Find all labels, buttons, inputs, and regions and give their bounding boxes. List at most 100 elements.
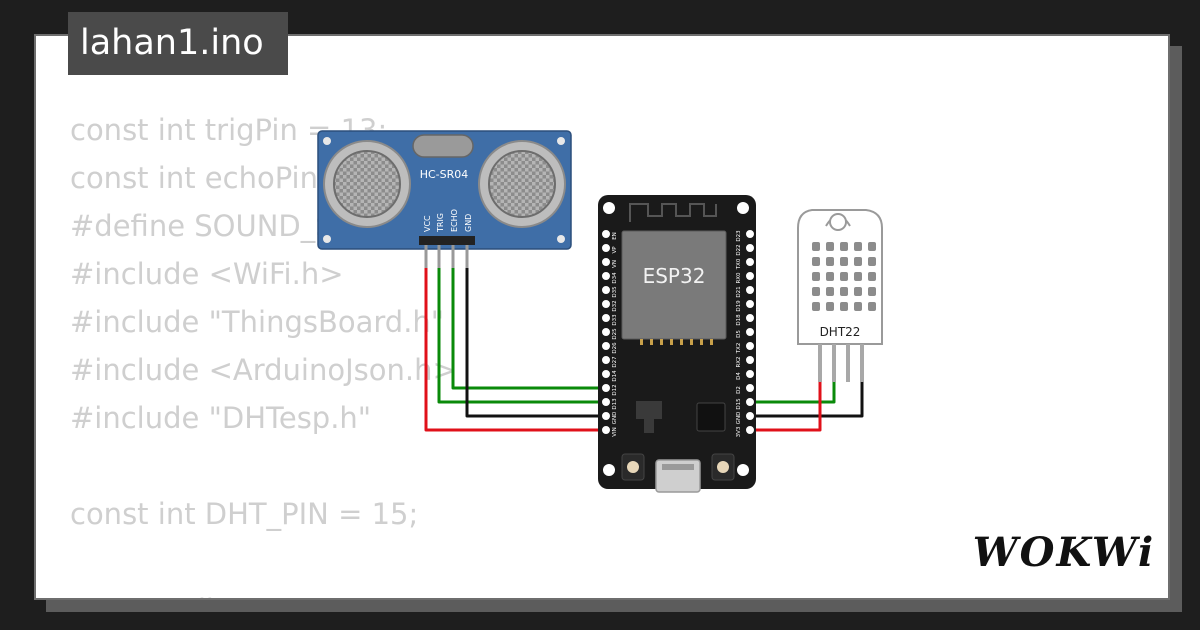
code-line: #include "ThingsBoard.h" [70, 305, 445, 339]
mounting-hole [603, 202, 615, 214]
pin-label-3v3: 3V3 [736, 426, 742, 437]
pin-label-tx2: TX2 [736, 343, 742, 355]
wokwi-logo-text: WOKWi [974, 529, 1154, 576]
pin-left-vn[interactable] [601, 257, 611, 267]
code-line: const int DHT_PIN = 15; [70, 497, 419, 531]
dht22-pins [818, 344, 864, 382]
pin-left-d27[interactable] [601, 355, 611, 365]
wire-trig-d13[interactable] [437, 248, 606, 404]
pin-label-vn: VN [612, 260, 618, 268]
pin-left-d32[interactable] [601, 299, 611, 309]
pin-left-d25[interactable] [601, 327, 611, 337]
pin-label-vp: VP [612, 246, 618, 254]
pin-left-d14[interactable] [601, 369, 611, 379]
mounting-hole [737, 464, 749, 476]
code-line: DHTesp dhtSensor; [70, 586, 502, 598]
pin-labels-right: D23D22TX0RX0D21D19D18D5TX2RX2D4D2D15GND3… [736, 230, 742, 438]
pin-label-tx0: TX0 [736, 258, 742, 270]
pin-label-d12: D12 [612, 384, 618, 395]
vent-slot [840, 272, 848, 281]
pin-right-d2[interactable] [745, 383, 755, 393]
pin-left-vin[interactable] [601, 425, 611, 435]
pin-right-d22[interactable] [745, 243, 755, 253]
wire-echo-d12[interactable] [451, 248, 606, 390]
pin-right-3v3[interactable] [745, 425, 755, 435]
pin-label-echo: ECHO [450, 209, 459, 232]
pin-label-d19: D19 [736, 300, 742, 312]
vent-slot [812, 257, 820, 266]
voltage-regulator [636, 401, 662, 433]
vent-slot [868, 257, 876, 266]
dht22-sensor[interactable]: DHT22 [797, 209, 883, 382]
pin-left-d26[interactable] [601, 341, 611, 351]
pin-right-tx0[interactable] [745, 257, 755, 267]
wire-gnd-gnd[interactable] [465, 248, 606, 418]
vent-slot [840, 242, 848, 251]
pin-label-d21: D21 [736, 286, 742, 297]
ultrasonic-model-label: HC-SR04 [420, 168, 469, 181]
pin-right-d19[interactable] [745, 299, 755, 309]
mounting-hole [603, 464, 615, 476]
pin-left-gnd[interactable] [601, 411, 611, 421]
pin-left-vp[interactable] [601, 243, 611, 253]
pin-right-d23[interactable] [745, 229, 755, 239]
wokwi-logo[interactable]: WOKWi [974, 522, 1154, 582]
wire-dht-vcc-3v3[interactable] [750, 380, 822, 432]
mounting-hole [737, 202, 749, 214]
wire-dht-gnd[interactable] [750, 380, 864, 418]
ultrasonic-pins [424, 245, 469, 268]
pin-left-d35[interactable] [601, 285, 611, 295]
pin-label-d5: D5 [736, 330, 742, 338]
code-background: const int trigPin = 13; const int echoPin… [70, 106, 502, 598]
pin-label-d32: D32 [612, 300, 618, 311]
pin-label-d22: D22 [736, 244, 742, 255]
wire-dht-data-d15[interactable] [750, 380, 836, 404]
pin-right-d5[interactable] [745, 327, 755, 337]
usb-bridge-chip [696, 402, 726, 432]
vent-slot [840, 287, 848, 296]
code-line: const int echoPin = 12; [70, 161, 408, 195]
vent-slot [868, 302, 876, 311]
vent-slot [812, 242, 820, 251]
pin-label-gnd: GND [464, 214, 473, 232]
vent-slot [812, 287, 820, 296]
vent-slot [826, 257, 834, 266]
pin-right-tx2[interactable] [745, 341, 755, 351]
pin-right-gnd[interactable] [745, 411, 755, 421]
pin-labels-left: ENVPVND34D35D32D33D25D26D27D14D12D13GNDV… [612, 232, 618, 437]
pin-label-vcc: VCC [423, 215, 432, 232]
wire-vcc-vin[interactable] [424, 248, 606, 432]
vent-slot [840, 302, 848, 311]
ultrasonic-sensor[interactable]: HC-SR04 VCC TRIG ECHO GND [317, 130, 572, 268]
pin-label-gnd: GND [612, 412, 618, 425]
pin-right-d18[interactable] [745, 313, 755, 323]
en-button[interactable] [621, 453, 645, 481]
pin-right-d4[interactable] [745, 369, 755, 379]
project-filename-tab[interactable]: lahan1.ino [68, 12, 288, 75]
pin-left-d34[interactable] [601, 271, 611, 281]
pin-right-rx2[interactable] [745, 355, 755, 365]
pin-left-d33[interactable] [601, 313, 611, 323]
dht22-vent-grid [812, 242, 876, 311]
pin-label-rx2: RX2 [736, 356, 742, 367]
dht22-model-label: DHT22 [820, 325, 861, 339]
pin-left-d12[interactable] [601, 383, 611, 393]
pin-right-d21[interactable] [745, 285, 755, 295]
code-line: const int trigPin = 13; [70, 113, 388, 147]
pin-left-d13[interactable] [601, 397, 611, 407]
vent-slot [826, 242, 834, 251]
pin-label-d13: D13 [612, 398, 618, 410]
pin-right-rx0[interactable] [745, 271, 755, 281]
pin-left-en[interactable] [601, 229, 611, 239]
vent-slot [812, 272, 820, 281]
esp32-chip-label: ESP32 [643, 264, 706, 288]
pin-label-en: EN [612, 232, 618, 240]
pin-right-d15[interactable] [745, 397, 755, 407]
pin-header-right [745, 229, 755, 435]
pin-label-d27: D27 [612, 356, 618, 368]
antenna-trace [629, 203, 717, 222]
boot-button[interactable] [711, 453, 735, 481]
pin-label-gnd: GND [736, 412, 742, 425]
